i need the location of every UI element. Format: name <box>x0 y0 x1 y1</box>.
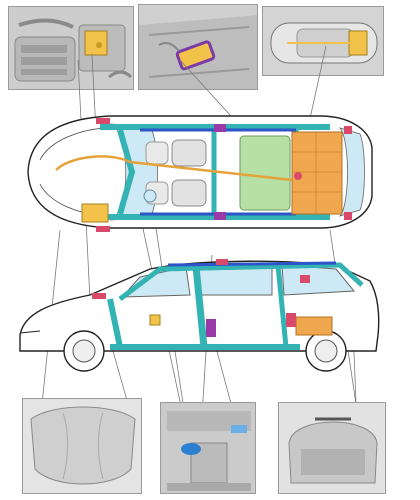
engine-bay-illustration <box>9 7 133 89</box>
panel-interior-console <box>160 402 256 494</box>
module-closeup-illustration <box>139 5 257 89</box>
panel-module-closeup <box>138 4 258 90</box>
panel-engine-bay <box>8 6 134 90</box>
panel-front-hood <box>22 398 142 494</box>
car-top-thumbnail-icon <box>263 7 383 75</box>
panel-car-thumbnail <box>262 6 384 76</box>
control-module-highlight <box>175 40 216 71</box>
front-hood-illustration <box>23 399 141 493</box>
car-side-view-icon <box>19 259 380 372</box>
interior-console-illustration <box>161 403 255 493</box>
panel-rear-hatch <box>278 402 386 494</box>
battery-highlight <box>84 30 108 56</box>
rear-hatch-illustration <box>279 403 385 493</box>
car-top-view-icon <box>27 115 373 232</box>
